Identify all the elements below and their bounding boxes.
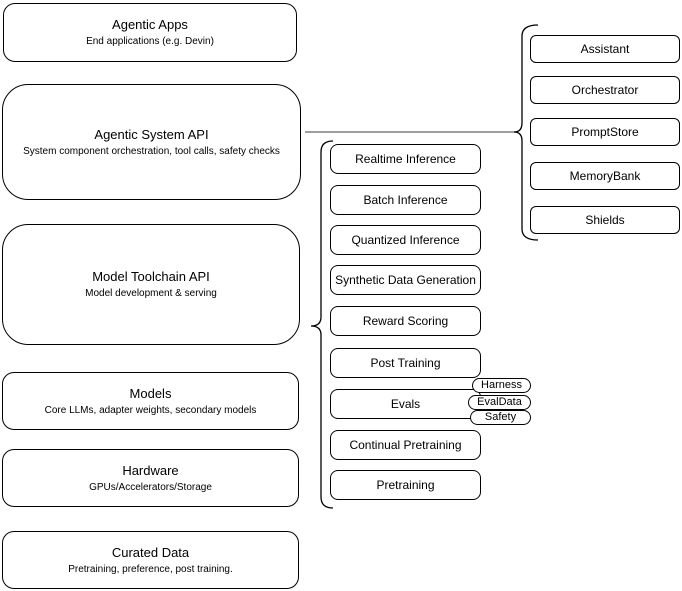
box-realtime-inference: Realtime Inference — [330, 144, 481, 174]
box-hardware: Hardware GPUs/Accelerators/Storage — [2, 449, 299, 507]
box-label: Realtime Inference — [355, 152, 456, 166]
box-title: Curated Data — [111, 544, 190, 560]
box-label: Assistant — [580, 42, 630, 56]
box-title: Hardware — [122, 462, 179, 478]
box-label: MemoryBank — [569, 169, 641, 183]
box-shields: Shields — [530, 206, 680, 234]
box-promptstore: PromptStore — [530, 118, 680, 146]
box-models: Models Core LLMs, adapter weights, secon… — [2, 372, 299, 430]
box-quantized-inference: Quantized Inference — [330, 225, 481, 255]
pill-safety: Safety — [470, 410, 531, 425]
box-label: Orchestrator — [571, 83, 639, 97]
box-curated-data: Curated Data Pretraining, preference, po… — [2, 531, 299, 589]
box-label: Shields — [585, 213, 625, 227]
system-group-brace — [513, 24, 539, 241]
toolchain-group-brace — [310, 140, 334, 509]
pill-label: EvalData — [477, 396, 522, 408]
box-label: Post Training — [370, 356, 441, 370]
box-title: Agentic System API — [94, 126, 209, 142]
box-label: Evals — [390, 397, 421, 411]
box-label: Synthetic Data Generation — [335, 273, 476, 287]
box-title: Models — [129, 385, 172, 401]
box-subtitle: Core LLMs, adapter weights, secondary mo… — [44, 404, 257, 416]
pill-label: Safety — [484, 411, 517, 423]
box-orchestrator: Orchestrator — [530, 76, 680, 104]
box-assistant: Assistant — [530, 35, 680, 63]
box-title: Agentic Apps — [112, 17, 188, 32]
pill-evaldata: EvalData — [468, 395, 531, 410]
box-label: Pretraining — [376, 478, 435, 492]
box-subtitle: End applications (e.g. Devin) — [86, 36, 214, 47]
box-label: Batch Inference — [363, 193, 448, 207]
box-subtitle: GPUs/Accelerators/Storage — [89, 481, 212, 493]
box-memorybank: MemoryBank — [530, 162, 680, 190]
box-batch-inference: Batch Inference — [330, 185, 481, 215]
box-evals: Evals — [330, 389, 481, 419]
box-label: PromptStore — [571, 125, 639, 139]
box-label: Reward Scoring — [362, 314, 449, 328]
pill-harness: Harness — [472, 378, 531, 393]
pill-label: Harness — [481, 379, 522, 391]
box-label: Continual Pretraining — [349, 438, 462, 452]
box-subtitle: Pretraining, preference, post training. — [68, 563, 233, 575]
box-synthetic-data-generation: Synthetic Data Generation — [330, 265, 481, 295]
box-post-training: Post Training — [330, 348, 481, 378]
box-continual-pretraining: Continual Pretraining — [330, 430, 481, 460]
box-agentic-apps: Agentic Apps End applications (e.g. Devi… — [3, 3, 297, 62]
box-model-toolchain-api: Model Toolchain API Model development & … — [2, 224, 300, 345]
box-label: Quantized Inference — [351, 233, 460, 247]
box-reward-scoring: Reward Scoring — [330, 306, 481, 336]
box-agentic-system-api: Agentic System API System component orch… — [2, 84, 301, 200]
box-subtitle: Model development & serving — [85, 288, 217, 299]
box-subtitle: System component orchestration, tool cal… — [23, 145, 280, 157]
box-pretraining: Pretraining — [330, 470, 481, 500]
box-title: Model Toolchain API — [92, 269, 210, 284]
